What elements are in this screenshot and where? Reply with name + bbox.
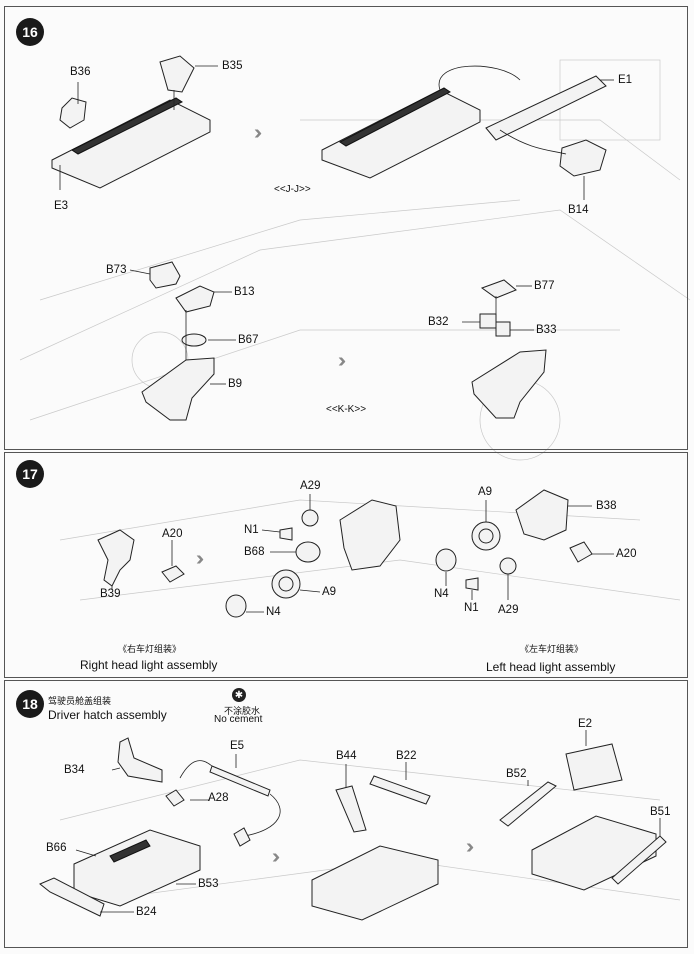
step-16-panel — [4, 6, 688, 450]
part-label-b52: B52 — [506, 768, 527, 780]
part-label-b73: B73 — [106, 264, 127, 276]
part-label-b35: B35 — [222, 60, 243, 72]
step-16-badge: 16 — [16, 18, 44, 46]
part-label-b9: B9 — [228, 378, 243, 390]
part-label-a9-left: A9 — [478, 486, 493, 498]
part-label-a20-left: A20 — [616, 548, 637, 560]
no-cement-note-cn: 不涂胶水 — [224, 706, 261, 716]
part-label-b68: B68 — [244, 546, 265, 558]
caption-right-head-light: Right head light assembly — [80, 658, 218, 672]
caption-left-head-light: Left head light assembly — [486, 660, 616, 674]
part-label-a20-right: A20 — [162, 528, 183, 540]
caption-cn-left: 《左车灯组装》 — [520, 644, 584, 654]
step-18-panel — [4, 680, 688, 948]
part-label-b33: B33 — [536, 324, 557, 336]
part-label-b67: B67 — [238, 334, 259, 346]
part-label-b77: B77 — [534, 280, 555, 292]
view-label-k-k: <<K-K>> — [326, 404, 367, 415]
part-label-b39: B39 — [100, 588, 121, 600]
part-label-e3: E3 — [54, 200, 69, 212]
caption-cn-right: 《右车灯组装》 — [118, 644, 182, 654]
step-arrow-icon: ››› — [254, 122, 262, 144]
part-label-a9-right: A9 — [322, 586, 337, 598]
part-label-a28: A28 — [208, 792, 229, 804]
step-arrow-icon: ››› — [196, 548, 204, 570]
part-label-b24: B24 — [136, 906, 157, 918]
part-label-b53: B53 — [198, 878, 219, 890]
part-label-b44: B44 — [336, 750, 357, 762]
part-label-a29-left: A29 — [498, 604, 519, 616]
part-label-b66: B66 — [46, 842, 67, 854]
step-arrow-icon: ››› — [466, 836, 474, 858]
part-label-b13: B13 — [234, 286, 255, 298]
step-17-panel — [4, 452, 688, 678]
no-cement-icon: ✱ — [232, 688, 246, 702]
part-label-b34: B34 — [64, 764, 85, 776]
step-18-title-cn: 驾驶员舱盖组装 — [48, 696, 112, 706]
part-label-b14: B14 — [568, 204, 589, 216]
part-label-b51: B51 — [650, 806, 671, 818]
part-label-a29-right: A29 — [300, 480, 321, 492]
part-label-n1-left: N1 — [464, 602, 479, 614]
step-arrow-icon: ››› — [338, 350, 346, 372]
step-arrow-icon: ››› — [272, 846, 280, 868]
step-18-title: Driver hatch assembly — [48, 708, 167, 722]
step-17-badge: 17 — [16, 460, 44, 488]
step-18-badge: 18 — [16, 690, 44, 718]
part-label-e1: E1 — [618, 74, 633, 86]
part-label-n1-right: N1 — [244, 524, 259, 536]
part-label-e5: E5 — [230, 740, 245, 752]
no-cement-note: No cement — [214, 714, 263, 725]
part-label-e2: E2 — [578, 718, 593, 730]
part-label-b36: B36 — [70, 66, 91, 78]
part-label-b38: B38 — [596, 500, 617, 512]
part-label-n4-left: N4 — [434, 588, 449, 600]
view-label-j-j: <<J-J>> — [274, 184, 311, 195]
part-label-b22: B22 — [396, 750, 417, 762]
part-label-n4-right: N4 — [266, 606, 281, 618]
part-label-b32: B32 — [428, 316, 449, 328]
